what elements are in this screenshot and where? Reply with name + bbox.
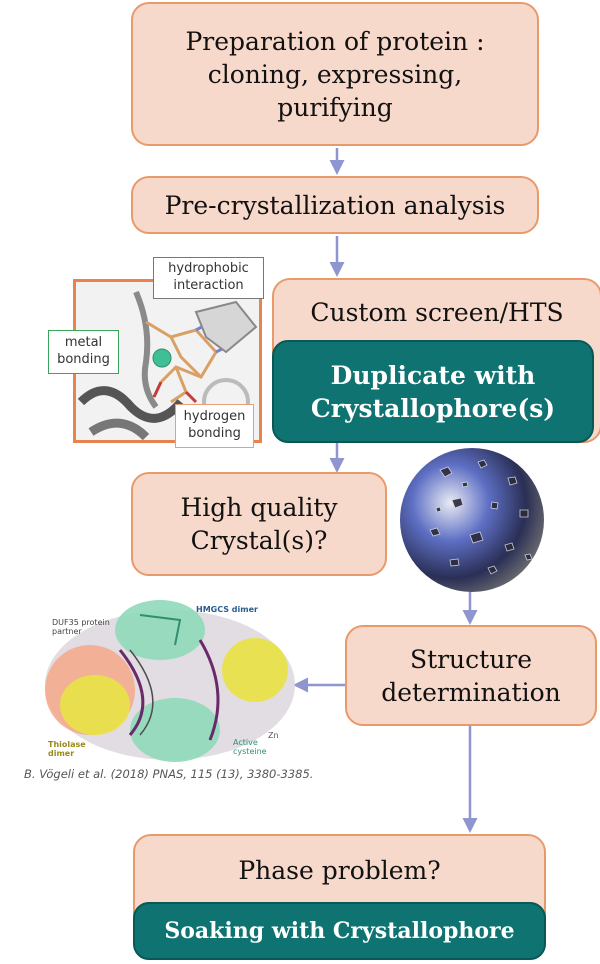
- citation-text: B. Vögeli et al. (2018) PNAS, 115 (13), …: [24, 767, 314, 781]
- precrystallization-box: Pre-crystallization analysis: [131, 176, 539, 234]
- soaking-crystallophore-box: Soaking with Crystallophore: [133, 902, 546, 960]
- duplicate-text: Duplicate with Crystallophore(s): [310, 360, 556, 423]
- zn-label: Zn: [268, 731, 279, 740]
- hmgcs-label: HMGCS dimer: [196, 605, 258, 614]
- thiolase-label: Thiolase dimer: [48, 740, 86, 759]
- molecule-illustration: [77, 290, 258, 440]
- structure-determination-box: Structure determination: [345, 625, 597, 726]
- hydrogen-bonding-label: hydrogen bonding: [175, 404, 254, 448]
- active-cysteine-label: Active cysteine: [233, 738, 267, 757]
- hydrophobic-label: hydrophobic interaction: [153, 257, 264, 299]
- preparation-text: Preparation of protein : cloning, expres…: [185, 26, 485, 122]
- metal-bonding-label: metal bonding: [48, 330, 119, 374]
- precrystallization-text: Pre-crystallization analysis: [164, 190, 506, 220]
- soaking-text: Soaking with Crystallophore: [164, 918, 515, 944]
- high-quality-box: High quality Crystal(s)?: [131, 472, 387, 576]
- phase-problem-text: Phase problem?: [238, 856, 441, 885]
- high-quality-text: High quality Crystal(s)?: [180, 493, 338, 555]
- preparation-box: Preparation of protein : cloning, expres…: [131, 2, 539, 146]
- custom-screen-text: Custom screen/HTS: [310, 298, 564, 327]
- structure-text: Structure determination: [381, 644, 561, 707]
- duplicate-crystallophore-box: Duplicate with Crystallophore(s): [272, 340, 594, 443]
- duf35-label: DUF35 protein partner: [52, 618, 110, 637]
